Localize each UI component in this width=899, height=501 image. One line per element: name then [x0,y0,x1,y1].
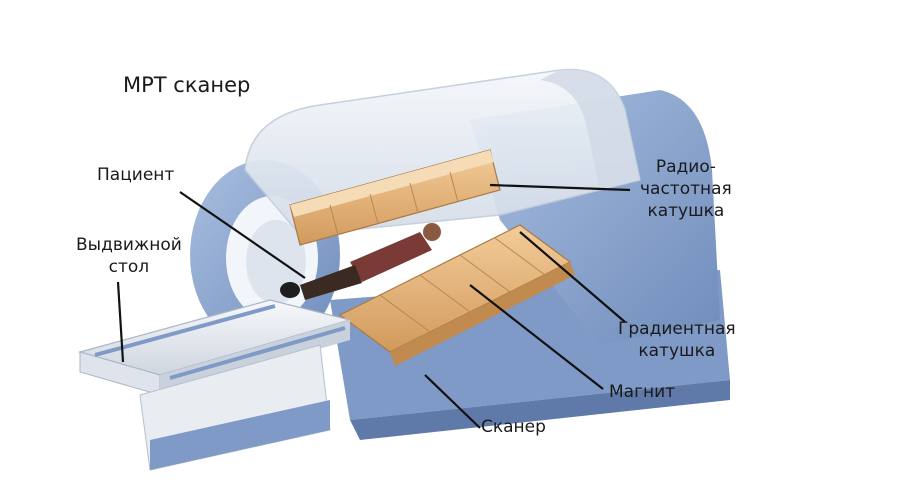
label-sliding-table: Выдвижной стол [76,234,182,278]
diagram-title: МРТ сканер [123,73,251,97]
label-table-line-1: Выдвижной [76,235,182,255]
leader-gradient-coil [519,231,626,323]
label-magnet: Магнит [609,382,676,402]
leader-patient [179,191,306,279]
leader-lines [116,183,631,429]
gradient-coil [338,224,575,366]
label-rf-line-3: катушка [647,201,725,221]
label-scanner: Сканер [481,417,546,437]
leader-table [116,281,125,363]
label-grad-line-2: катушка [638,341,716,361]
label-patient: Пациент [97,165,175,185]
label-rf-line-1: Радио- [655,157,716,177]
leader-rf-coil [489,183,631,192]
label-rf-coil: Радио- частотная катушка [640,156,732,222]
rf-coil [289,149,501,246]
label-table-line-2: стол [108,257,150,277]
patient-figure [280,223,441,300]
sliding-table [77,299,353,471]
label-rf-line-2: частотная [640,179,732,199]
label-gradient-coil: Градиентная катушка [618,318,736,362]
label-grad-line-1: Градиентная [618,319,736,339]
leader-scanner [424,374,481,429]
leader-magnet [469,284,604,390]
